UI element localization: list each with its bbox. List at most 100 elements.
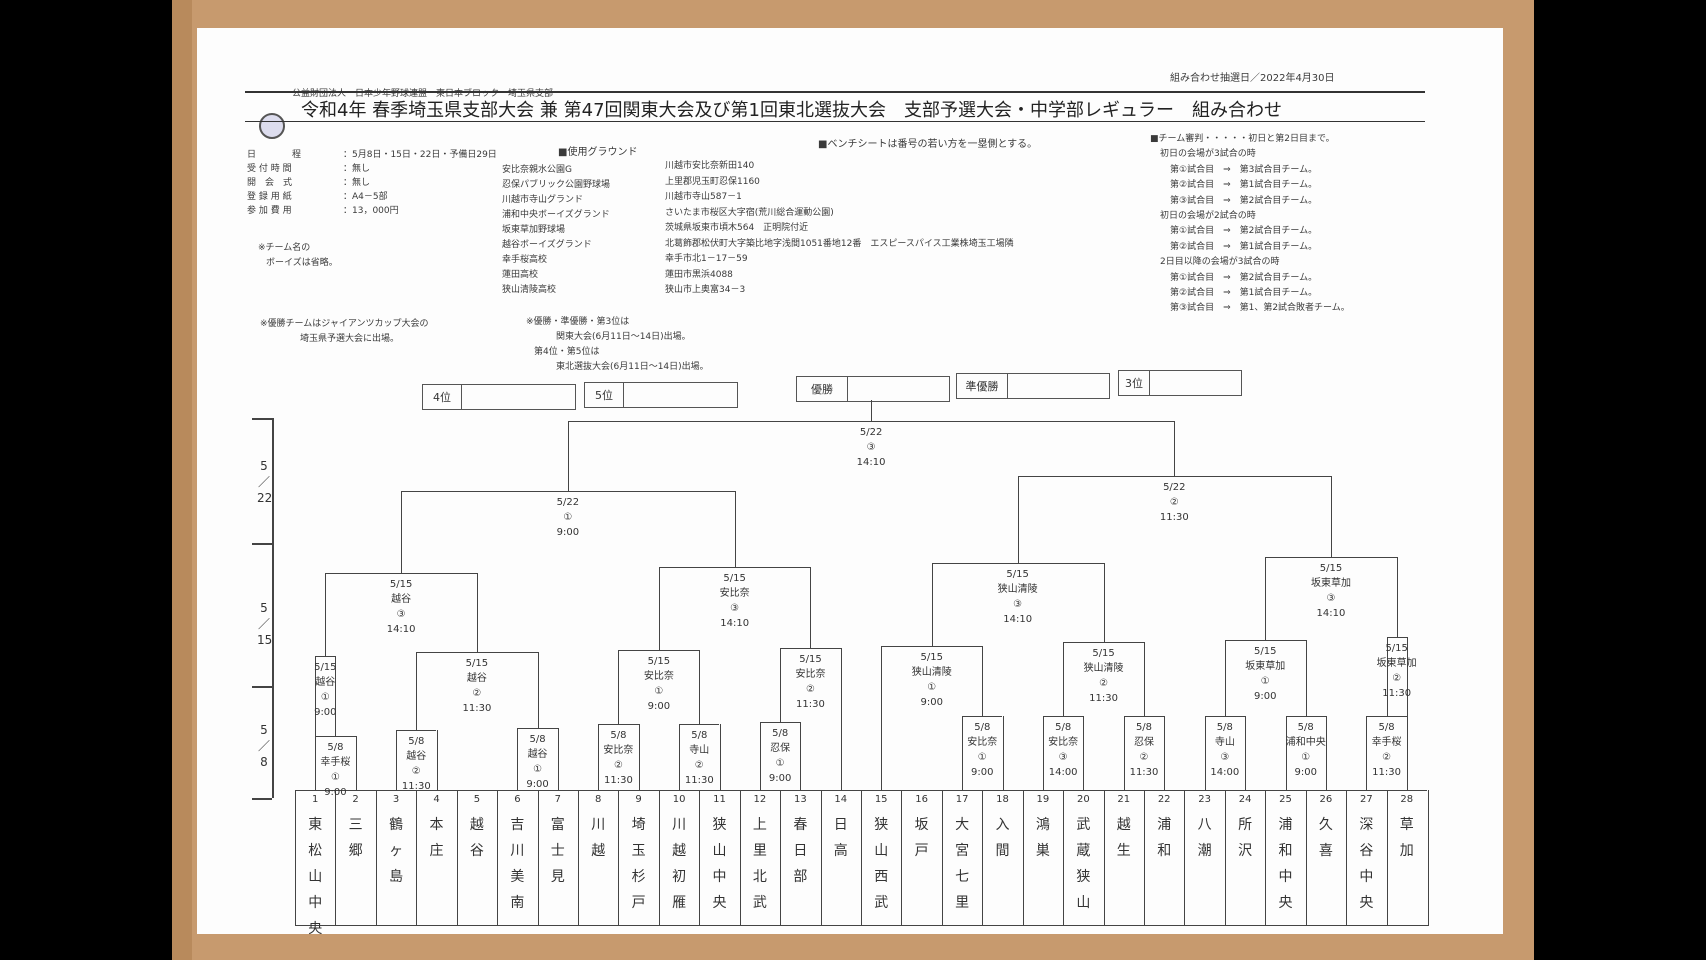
team-number: 4 bbox=[433, 794, 440, 805]
bracket-line bbox=[1330, 476, 1332, 557]
round-scale-line bbox=[272, 418, 274, 798]
team-name: 川越初雁 bbox=[672, 817, 687, 911]
bracket-line bbox=[1265, 557, 1397, 558]
bracket-line bbox=[658, 567, 811, 568]
bracket-line bbox=[416, 652, 418, 730]
team-number: 24 bbox=[1238, 794, 1252, 805]
team-name: 鴻巣 bbox=[1035, 817, 1050, 859]
team-number: 20 bbox=[1077, 794, 1090, 805]
bracket-line bbox=[335, 656, 337, 736]
team-name: 鶴ヶ島 bbox=[389, 817, 404, 885]
org-line: 公益財団法人 日本少年野球連盟 東日本ブロック 埼玉県支部 bbox=[292, 89, 554, 99]
bracket-line bbox=[780, 648, 841, 649]
bracket-line bbox=[325, 573, 327, 656]
team-grid bbox=[295, 790, 1429, 926]
team-name: 川越 bbox=[591, 817, 606, 859]
bracket-line bbox=[1305, 640, 1307, 716]
ground-name: 狭山清陵高校 bbox=[502, 285, 557, 295]
team-grid-column bbox=[375, 790, 377, 925]
team-number: 12 bbox=[753, 794, 767, 805]
team-name: 浦和 bbox=[1157, 817, 1172, 859]
team-grid-column bbox=[456, 790, 458, 925]
round-label: 15 bbox=[257, 633, 273, 647]
team-name: 本庄 bbox=[429, 817, 444, 859]
bracket-line bbox=[679, 724, 720, 725]
ground-name: 坂東草加野球場 bbox=[502, 225, 566, 235]
team-grid-column bbox=[1305, 790, 1307, 925]
bracket-line bbox=[679, 724, 681, 790]
info-value: ：A4－5部 bbox=[343, 192, 388, 202]
info-value: ：無し bbox=[343, 178, 371, 188]
round-scale-tick bbox=[252, 798, 272, 800]
ground-address: さいたま市桜区大字宿(荒川総合運動公園) bbox=[665, 207, 834, 218]
team-name: 大宮七里 bbox=[955, 817, 970, 911]
ground-address: 茨城県坂東市頃木564 正明院付近 bbox=[665, 223, 809, 233]
ground-address: 北葛飾郡松伏町大字築比地字浅間1051番地12番 エスピースパイス工業株埼玉工場… bbox=[665, 238, 1014, 249]
bracket-line bbox=[840, 648, 842, 790]
bracket-line bbox=[719, 724, 721, 790]
placement-box: 4位 bbox=[422, 384, 576, 410]
info-label: 日 程 bbox=[247, 150, 302, 160]
team-grid-column bbox=[1022, 790, 1024, 925]
team-number: 16 bbox=[915, 794, 928, 805]
team-number: 6 bbox=[514, 794, 521, 805]
bench-note: ■ベンチシートは番号の若い方を一塁側とする。 bbox=[818, 139, 1038, 150]
team-grid-column bbox=[1386, 790, 1388, 925]
draw-date: 組み合わせ抽選日／2022年4月30日 bbox=[1170, 73, 1335, 84]
info-value: ：無し bbox=[343, 164, 371, 174]
ground-name: 幸手桜高校 bbox=[502, 255, 548, 265]
team-name: 八潮 bbox=[1197, 817, 1212, 859]
round-label: 5 bbox=[260, 459, 268, 473]
ground-address: 上里郡児玉町忍保1160 bbox=[665, 176, 760, 187]
referee-note-line: 初日の会場が2試合の時 bbox=[1160, 211, 1256, 221]
team-number: 7 bbox=[554, 794, 561, 805]
team-grid-column bbox=[941, 790, 943, 925]
bracket-line bbox=[1164, 716, 1166, 790]
placement-label: 5位 bbox=[585, 383, 624, 407]
bracket-line bbox=[618, 650, 700, 651]
team-number: 9 bbox=[635, 794, 642, 805]
placement-box: 準優勝 bbox=[956, 373, 1110, 399]
ground-name: 安比奈親水公園G bbox=[502, 165, 572, 175]
bracket-sheet bbox=[197, 28, 1503, 934]
placement-label: 準優勝 bbox=[957, 374, 1008, 398]
team-number: 22 bbox=[1157, 794, 1171, 805]
team-grid-column bbox=[1265, 790, 1267, 925]
referee-note-line: 第②試合目 ⇒ 第1試合目チーム。 bbox=[1170, 241, 1318, 252]
placement-box: 5位 bbox=[584, 382, 738, 408]
team-name-note-line: ボーイズは省略。 bbox=[266, 258, 338, 268]
placement-label: 優勝 bbox=[797, 377, 848, 401]
winner-note-line: 埼玉県予選大会に出場。 bbox=[300, 334, 400, 344]
team-number: 18 bbox=[996, 794, 1009, 805]
bracket-line bbox=[1366, 716, 1368, 790]
team-number: 8 bbox=[595, 794, 602, 805]
bracket-line bbox=[567, 421, 569, 491]
bracket-line bbox=[315, 656, 317, 790]
info-value: ：13，000円 bbox=[343, 206, 399, 216]
bracket-line bbox=[1204, 716, 1206, 790]
team-grid-column bbox=[699, 790, 701, 925]
bracket-line bbox=[401, 491, 403, 573]
info-label: 開 会 式 bbox=[247, 178, 293, 188]
team-grid-column bbox=[780, 790, 782, 925]
team-number: 19 bbox=[1036, 794, 1050, 805]
ground-heading: ■使用グラウンド bbox=[558, 147, 638, 158]
referee-note-line: 初日の会場が3試合の時 bbox=[1160, 149, 1256, 160]
bracket-line bbox=[1325, 716, 1327, 790]
team-name: 富士見 bbox=[550, 817, 565, 885]
bracket-line bbox=[759, 722, 801, 723]
bracket-line bbox=[1386, 637, 1407, 638]
